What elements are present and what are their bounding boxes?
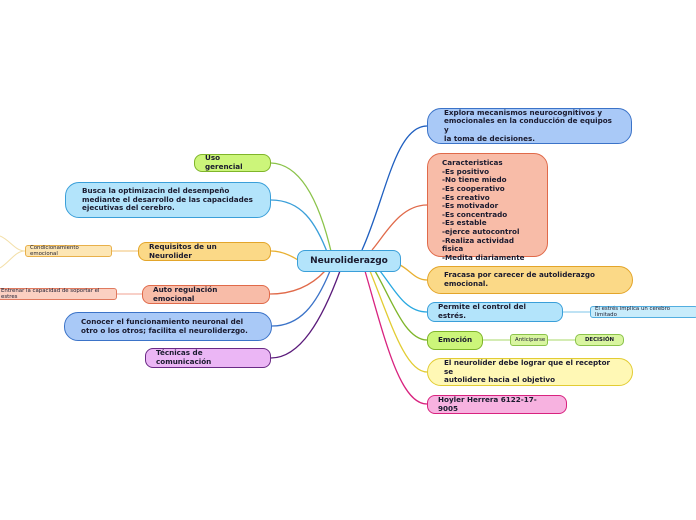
connector-requisitos [270,250,299,261]
node-label: Explora mecanismos neurocognitivos y emo… [444,107,612,143]
connector-emocion [374,270,428,341]
node-busca[interactable]: Busca la optimizacin del desempeño media… [65,182,271,218]
node-permite[interactable]: Permite el control del estrés. [427,302,563,322]
node-label: El estrés implica un cerebro limitado [595,305,670,318]
node-label: Uso gerencial [205,153,243,171]
node-entrenar[interactable]: Entrenar la capacidad de soportar el est… [0,288,117,300]
node-auto-regulacion[interactable]: Auto regulación emocional [142,285,270,304]
connector-neurolider-debe [369,270,428,373]
node-fracasa[interactable]: Fracasa por carecer de autoliderazgo emo… [427,266,633,294]
node-condicionamiento[interactable]: Condicionamiento emocional [25,245,112,257]
node-label: DECISIÓN [584,336,615,343]
connector-tecnicas [270,270,341,359]
node-label: El neurolíder debe lograr que el recepto… [444,358,611,385]
center-node[interactable]: Neuroliderazgo [297,250,401,272]
node-autor[interactable]: Hoyler Herrera 6122-17-9005 [427,395,567,414]
node-anticiparse[interactable]: Anticiparse [510,334,548,346]
center-label: Neuroliderazgo [310,255,388,266]
node-label: Entrenar la capacidad de soportar el est… [1,287,100,300]
node-label: Técnicas de comunicación [156,348,212,366]
node-label: Caracteristicas -Es positivo -No tiene m… [442,158,525,263]
node-label: Requisitos de un Neurolider [149,241,217,260]
node-label: Condicionamiento emocional [30,244,79,257]
node-requisitos[interactable]: Requisitos de un Neurolider [138,242,271,261]
node-decision[interactable]: DECISIÓN [575,334,624,346]
node-label: Permite el control del estrés. [438,302,526,320]
node-neurolider-debe[interactable]: El neurolíder debe lograr que el recepto… [427,358,633,386]
connector-conocer [271,270,331,327]
connector-uso-gerencial [270,162,334,261]
node-emocion[interactable]: Emoción [427,331,483,350]
node-label: Anticiparse [515,336,546,343]
node-label: Conocer el funcionamiento neuronal del o… [81,316,248,335]
connector-busca [270,199,331,261]
connector-permite [379,270,428,313]
connector-condicionamiento-sub [0,235,26,269]
node-uso-gerencial[interactable]: Uso gerencial [194,153,271,172]
node-label: Hoyler Herrera 6122-17-9005 [438,394,537,413]
node-caracteristicas[interactable]: Caracteristicas -Es positivo -No tiene m… [427,153,548,262]
node-label: Auto regulación emocional [153,284,218,303]
connector-fracasa [399,264,428,281]
node-label: Busca la optimizacin del desempeño media… [82,186,253,213]
connector-autor [364,270,428,405]
node-estres-implica[interactable]: El estrés implica un cerebro limitado [590,306,696,318]
connector-explora [361,125,428,251]
connector-caracteristicas [371,204,428,251]
node-label: Fracasa por carecer de autoliderazgo emo… [444,270,595,288]
node-label: Emoción [438,335,473,345]
node-explora[interactable]: Explora mecanismos neurocognitivos y emo… [427,108,632,144]
node-tecnicas[interactable]: Técnicas de comunicación [145,348,271,368]
connector-auto-regulacion [269,270,326,295]
node-conocer[interactable]: Conocer el funcionamiento neuronal del o… [64,312,272,341]
